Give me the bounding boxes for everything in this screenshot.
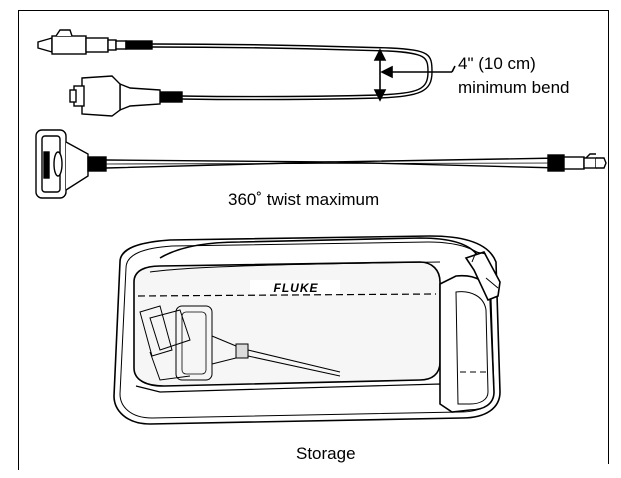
storage-case-icon: [113, 235, 501, 425]
frame-left-border: [18, 10, 19, 470]
twist-adapter-icon: [35, 129, 607, 199]
bend-label-line2: minimum bend: [458, 78, 570, 97]
brand-logo: FLUKE: [274, 281, 319, 295]
frame-top-border: [18, 10, 608, 11]
twist-label: 360˚ twist maximum: [228, 190, 380, 209]
storage-label: Storage: [296, 444, 356, 463]
cable-adapter-icon: [37, 29, 433, 117]
bend-arrow-icon: [373, 48, 456, 102]
bend-label-line1: 4" (10 cm): [458, 54, 536, 73]
frame-right-border: [608, 10, 609, 464]
